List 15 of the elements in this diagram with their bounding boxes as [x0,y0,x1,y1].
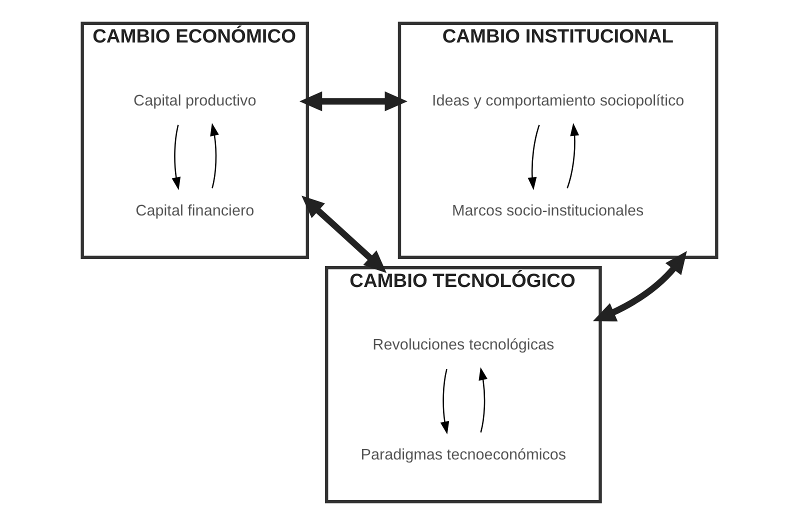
arrow [210,123,219,188]
node-text: Marcos socio-institucionales [452,202,644,220]
arrow [302,196,387,273]
arrow [566,122,580,188]
arrow [592,251,687,322]
node-text: Capital productivo [134,92,256,110]
arrow [299,91,408,112]
node-text: Ideas y comportamiento sociopolítico [432,92,684,110]
node-text: Revoluciones tecnológicas [372,336,554,354]
arrow [440,369,450,434]
arrow [478,367,488,433]
arrow [528,124,540,190]
node-text: Capital financiero [136,202,254,220]
node-text: Paradigmas tecnoeconómicos [360,446,566,464]
arrow [172,124,181,190]
